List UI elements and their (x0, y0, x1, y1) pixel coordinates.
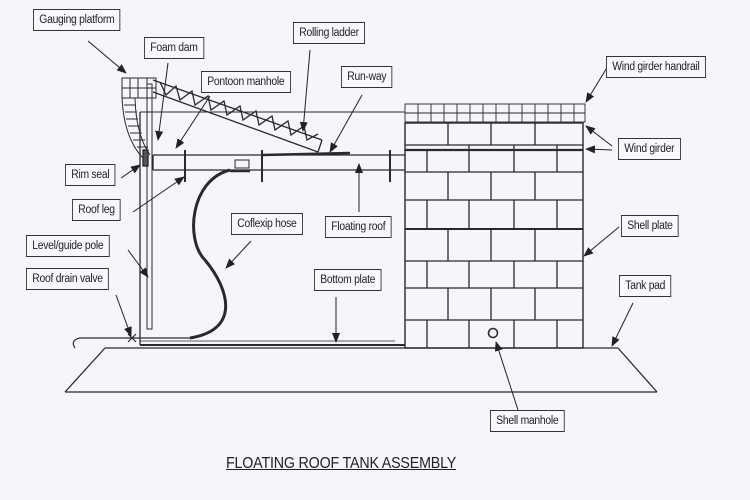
label-foam-dam: Foam dam (144, 37, 204, 59)
label-roof-leg: Roof leg (72, 199, 121, 221)
shell-plate (404, 122, 584, 349)
wind-girder-handrail (404, 103, 586, 123)
tank-pad (64, 347, 658, 393)
label-coflexip-hose: Coflexip hose (231, 213, 303, 235)
label-shell-plate: Shell plate (621, 215, 679, 237)
label-run-way: Run-way (341, 66, 393, 88)
diagram-title: FLOATING ROOF TANK ASSEMBLY (226, 455, 457, 472)
gauging-platform (121, 77, 157, 161)
label-wind-girder: Wind girder (618, 138, 681, 160)
floating-roof (152, 150, 405, 182)
rolling-ladder (152, 79, 323, 153)
label-rim-seal: Rim seal (65, 164, 116, 186)
label-rolling-ladder: Rolling ladder (293, 22, 366, 44)
rim-seal (142, 149, 149, 167)
bottom-plate (140, 340, 405, 346)
label-level-guide-pole: Level/guide pole (26, 235, 110, 257)
label-gauging-platform: Gauging platform (33, 9, 121, 31)
label-bottom-plate: Bottom plate (314, 269, 382, 291)
label-shell-manhole: Shell manhole (490, 410, 565, 432)
label-tank-pad: Tank pad (619, 275, 672, 297)
coflexip-hose (189, 168, 231, 340)
label-pontoon-manhole: Pontoon manhole (201, 71, 291, 93)
label-roof-drain-valve: Roof drain valve (26, 268, 110, 290)
run-way (261, 151, 351, 157)
label-floating-roof: Floating roof (325, 216, 392, 238)
level-guide-pole (146, 83, 153, 330)
label-wind-girder-handrail: Wind girder handrail (606, 56, 706, 78)
shell-manhole (487, 327, 499, 339)
